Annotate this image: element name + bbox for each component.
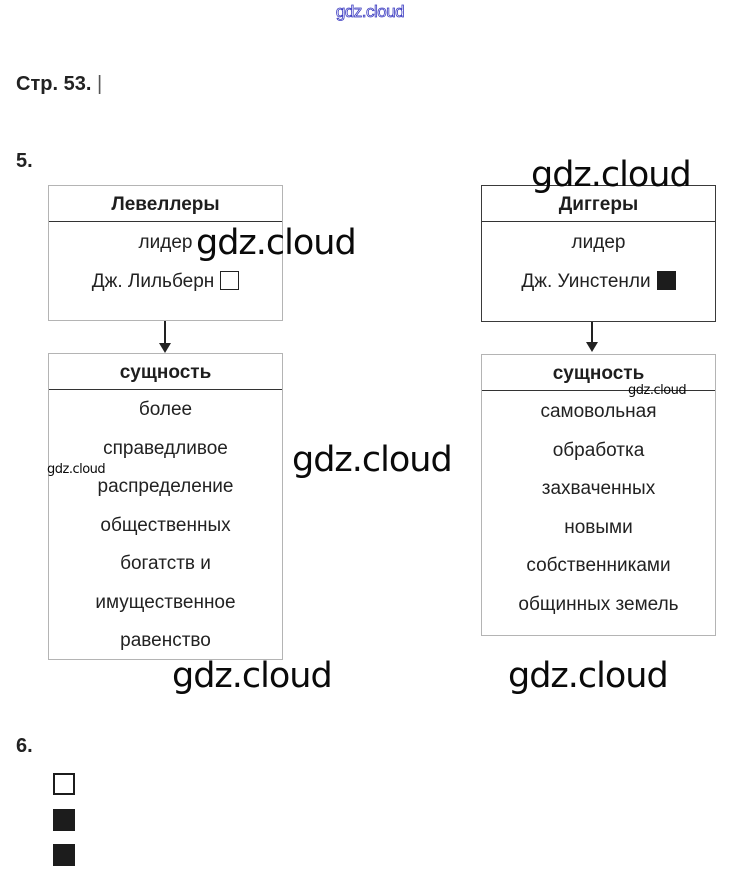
levellers-leader-checkbox[interactable]	[220, 270, 240, 290]
essence-line: самовольная	[540, 401, 657, 422]
diggers-essence-box: сущность самовольная обработка захваченных…	[481, 354, 716, 636]
watermark-top: gdz.cloud	[335, 2, 405, 22]
essence-line: общественных	[100, 514, 231, 536]
task-6-number: 6.	[16, 735, 33, 757]
diggers-box: Диггеры лидер Дж. Уинстенли	[481, 185, 716, 322]
watermark: gdz.cloud	[196, 223, 357, 263]
diggers-essence-title: сущность	[482, 355, 715, 391]
essence-line: богатств и	[120, 553, 211, 574]
answer-checkbox-2[interactable]	[53, 808, 75, 831]
levellers-leader-row: Дж. Лильберн	[49, 263, 282, 302]
page-reference-text: Стр. 53.	[16, 73, 92, 95]
answer-checkbox-3[interactable]	[53, 844, 75, 866]
essence-line: равенство	[120, 630, 211, 651]
diggers-leader-checkbox[interactable]	[656, 270, 676, 290]
levellers-essence-text: более справедливое распределение общественн…	[49, 391, 282, 661]
task-5-number: 5.	[16, 150, 33, 172]
levellers-leader-name: Дж. Лильберн	[91, 270, 215, 292]
essence-line: имущественное	[95, 591, 236, 613]
levellers-title: Левеллеры	[49, 186, 282, 222]
essence-line: новыми	[564, 516, 633, 538]
levellers-box: Левеллеры лидер Дж. Лильберн	[48, 185, 283, 321]
page-reference: Стр. 53. |	[16, 73, 102, 96]
watermark: gdz.cloud	[531, 155, 692, 195]
diggers-leader-label: лидер	[571, 232, 626, 253]
watermark: gdz.cloud	[47, 462, 106, 477]
levellers-essence-title: сущность	[49, 354, 282, 390]
diggers-leader-row: Дж. Уинстенли	[482, 263, 715, 302]
watermark: gdz.cloud	[628, 383, 687, 398]
essence-line: обработка	[552, 439, 645, 461]
watermark: gdz.cloud	[172, 656, 333, 696]
diggers-title: Диггеры	[482, 186, 715, 222]
diggers-essence-text: самовольная обработка захваченных новыми соб…	[482, 393, 715, 624]
diggers-arrow	[586, 322, 598, 354]
essence-line: захваченных	[541, 478, 656, 499]
essence-line: распределение	[97, 476, 234, 497]
essence-line: справедливое	[103, 437, 228, 459]
levellers-essence-box: сущность более справедливое распределение о…	[48, 353, 283, 660]
essence-line: более	[138, 399, 193, 420]
essence-line: собственниками	[526, 555, 671, 576]
watermark: gdz.cloud	[508, 656, 669, 696]
levellers-arrow	[159, 321, 171, 353]
text-cursor: |	[96, 73, 103, 95]
watermark: gdz.cloud	[292, 440, 453, 480]
answer-checkbox-1[interactable]	[53, 773, 75, 795]
levellers-leader-label: лидер	[138, 232, 193, 253]
diggers-leader-name: Дж. Уинстенли	[521, 270, 651, 292]
essence-line: общинных земель	[518, 593, 679, 615]
